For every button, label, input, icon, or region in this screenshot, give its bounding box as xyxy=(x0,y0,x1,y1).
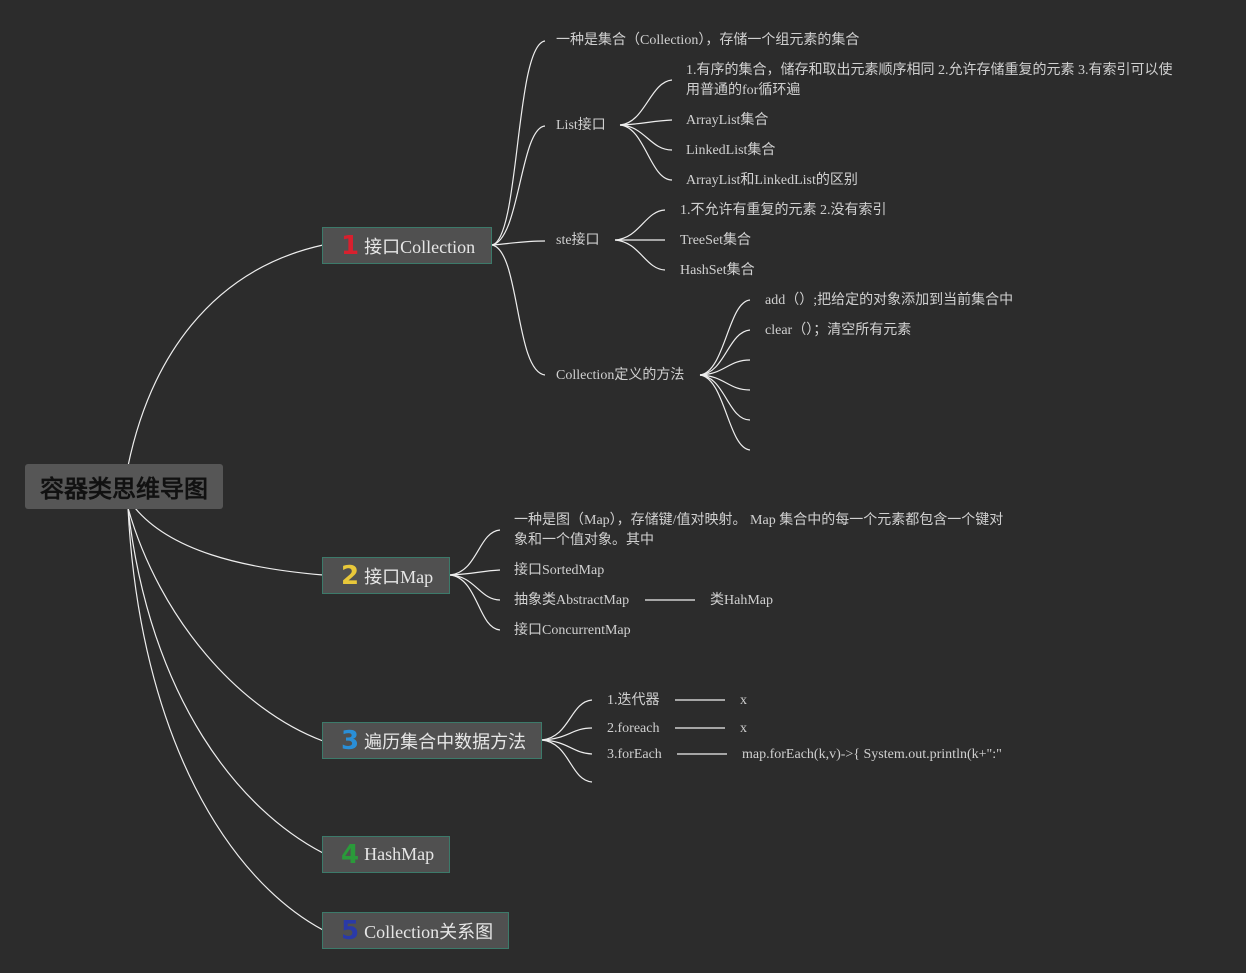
branch-map[interactable]: 2 接口Map xyxy=(322,557,450,594)
edge-root-b4 xyxy=(127,507,324,854)
node-foreach-loop-detail[interactable]: x xyxy=(740,721,747,736)
root-node[interactable]: 容器类思维导图 xyxy=(25,464,223,509)
node-set-features[interactable]: 1.不允许有重复的元素 2.没有索引 xyxy=(680,203,887,218)
number-5-icon: 5 xyxy=(341,915,360,946)
node-concurrentmap[interactable]: 接口ConcurrentMap xyxy=(514,623,631,638)
node-arraylist-vs-linkedlist[interactable]: ArrayList和LinkedList的区别 xyxy=(686,173,858,188)
root-label: 容器类思维导图 xyxy=(40,475,208,503)
node-iterator-detail[interactable]: x xyxy=(740,693,747,708)
node-abstractmap[interactable]: 抽象类AbstractMap xyxy=(514,593,630,608)
node-add-method[interactable]: add（）;把给定的对象添加到当前集合中 xyxy=(765,293,1014,308)
number-4-icon: 4 xyxy=(341,839,360,870)
branch-collection-diagram[interactable]: 5 Collection关系图 xyxy=(322,912,509,949)
node-collection-methods[interactable]: Collection定义的方法 xyxy=(556,368,685,383)
edge-root-b1 xyxy=(127,244,324,467)
edge-root-b2 xyxy=(134,507,324,576)
node-foreach-loop[interactable]: 2.foreach xyxy=(607,721,660,736)
node-list-features[interactable]: 1.有序的集合，储存和取出元素顺序相同 2.允许存储重复的元素 3.有索引可以使… xyxy=(686,63,1173,98)
branch-hashmap[interactable]: 4 HashMap xyxy=(322,836,450,873)
node-iterator[interactable]: 1.迭代器 xyxy=(607,693,660,708)
branch-label: 接口Map xyxy=(364,566,434,587)
node-foreach-method-detail[interactable]: map.forEach(k,v)->{ System.out.println(k… xyxy=(742,747,1002,762)
branch-collection[interactable]: 1 接口Collection xyxy=(322,227,492,264)
number-2-icon: 2 xyxy=(341,560,360,591)
node-clear-method[interactable]: clear（）；清空所有元素 xyxy=(765,323,912,338)
number-3-icon: 3 xyxy=(341,725,360,756)
edge-root-b5 xyxy=(127,507,324,931)
node-map-desc[interactable]: 一种是图（Map），存储键/值对映射。 Map 集合中的每一个元素都包含一个键对… xyxy=(514,513,1004,548)
node-foreach-method[interactable]: 3.forEach xyxy=(607,747,662,762)
node-collection-desc[interactable]: 一种是集合（Collection），存储一个组元素的集合 xyxy=(556,33,860,48)
branch-label: 接口Collection xyxy=(364,236,476,257)
node-arraylist[interactable]: ArrayList集合 xyxy=(686,113,769,128)
branch-label: Collection关系图 xyxy=(364,921,494,942)
node-hashset[interactable]: HashSet集合 xyxy=(680,263,755,278)
node-linkedlist[interactable]: LinkedList集合 xyxy=(686,143,776,158)
edge-root-b3 xyxy=(127,507,324,742)
node-sortedmap[interactable]: 接口SortedMap xyxy=(514,563,605,578)
branch-label: HashMap xyxy=(364,844,435,864)
branch-label: 遍历集合中数据方法 xyxy=(364,731,527,752)
node-hashmap-class[interactable]: 类HahMap xyxy=(710,593,773,608)
node-set-interface[interactable]: ste接口 xyxy=(556,233,600,248)
node-list-interface[interactable]: List接口 xyxy=(556,118,606,133)
branch-iteration[interactable]: 3 遍历集合中数据方法 xyxy=(322,722,542,759)
number-1-icon: 1 xyxy=(341,230,360,261)
node-treeset[interactable]: TreeSet集合 xyxy=(680,233,752,248)
